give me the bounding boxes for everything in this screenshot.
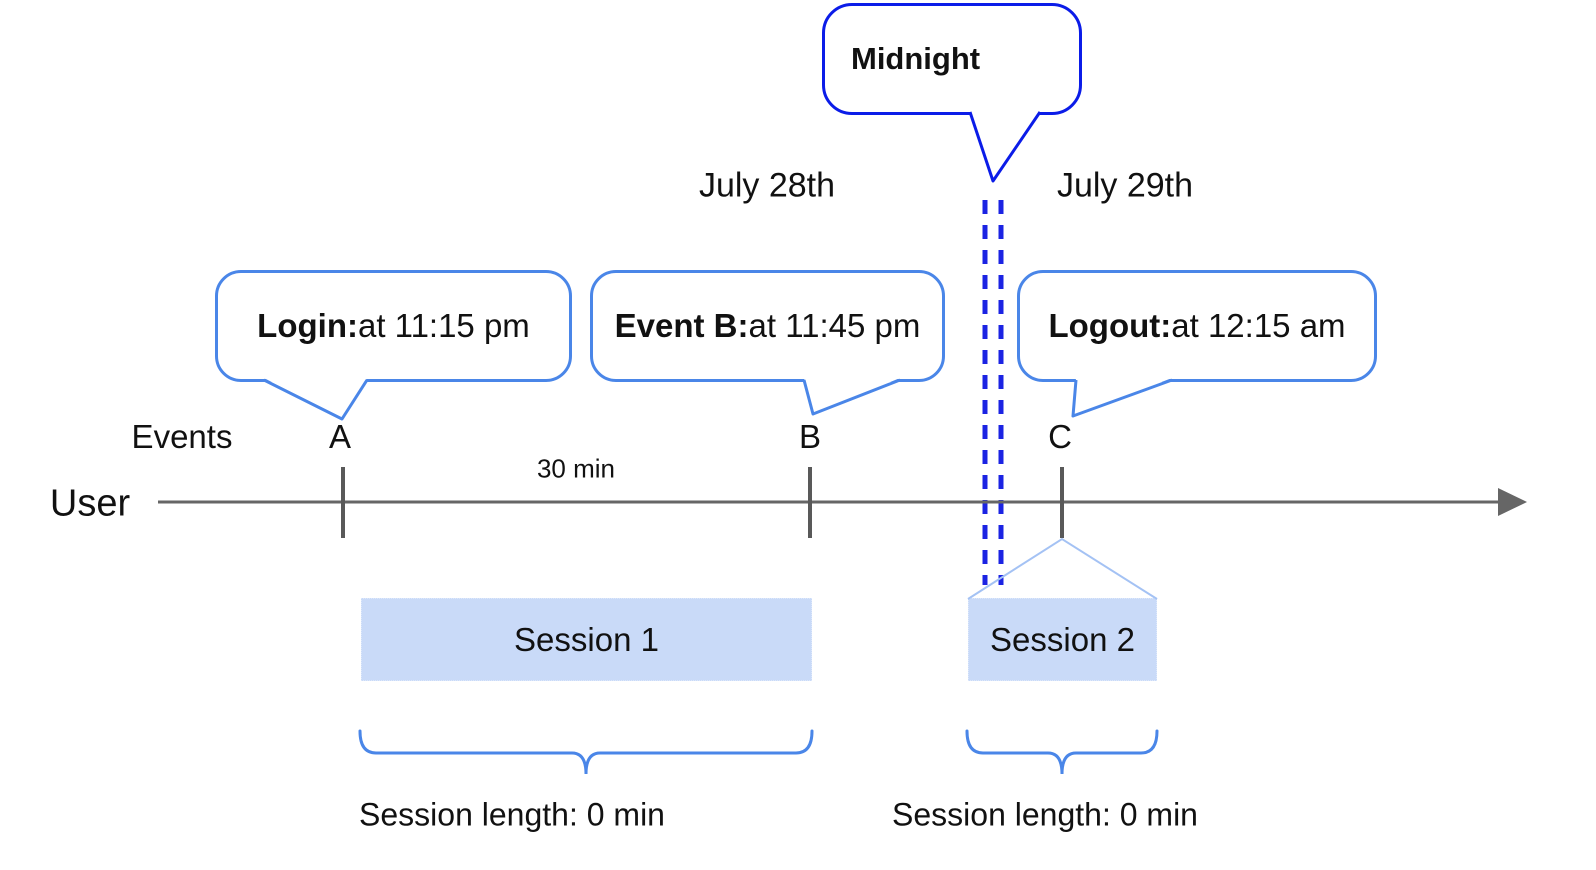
logout-callout-tail-mask [1073,378,1172,416]
timeline-arrowhead-icon [1498,488,1527,516]
user-axis-label: User [49,482,131,525]
session-1-bar-label: Session 1 [514,620,659,658]
session-2-length-label: Session length: 0 min [892,796,1198,833]
logout-callout-title: Logout: [1048,307,1172,344]
event-b-callout-tail [802,378,901,416]
session-1-length-label: Session length: 0 min [359,796,665,833]
session-1-brace [358,729,814,775]
logout-callout-time: at 12:15 am [1171,307,1346,344]
event-b-callout-tail-mask [804,378,900,414]
logout-callout-tail [1071,378,1173,418]
session-2-brace [965,729,1159,775]
logout-callout: Logout: at 12:15 am [1017,270,1377,382]
interval-label: 30 min [536,453,616,484]
session-1-bar: Session 1 [361,598,812,681]
date-label-july-28: July 28th [698,166,836,205]
session-2-fan-lines [967,537,1158,600]
event-b-callout-title: Event B: [614,307,749,344]
event-marker-b: B [798,418,822,455]
login-callout-tail-mask [264,378,367,419]
midnight-callout-tail [968,111,1042,183]
date-label-july-29: July 29th [1056,166,1194,205]
login-callout-tail [263,378,369,421]
event-b-callout-time: at 11:45 pm [748,307,921,344]
event-b-callout: Event B: at 11:45 pm [590,270,945,382]
login-callout-time: at 11:15 pm [357,307,530,344]
login-callout-title: Login: [257,307,358,344]
midnight-callout-tail-mask [970,110,1040,181]
event-marker-c: C [1048,418,1072,455]
events-axis-label: Events [131,418,233,455]
login-callout: Login: at 11:15 pm [215,270,572,382]
event-marker-a: A [328,418,352,455]
midnight-callout-text: Midnight [851,41,981,76]
midnight-callout: Midnight [822,3,1082,115]
session-2-bar-label: Session 2 [990,620,1135,658]
session-2-bar: Session 2 [968,598,1157,681]
